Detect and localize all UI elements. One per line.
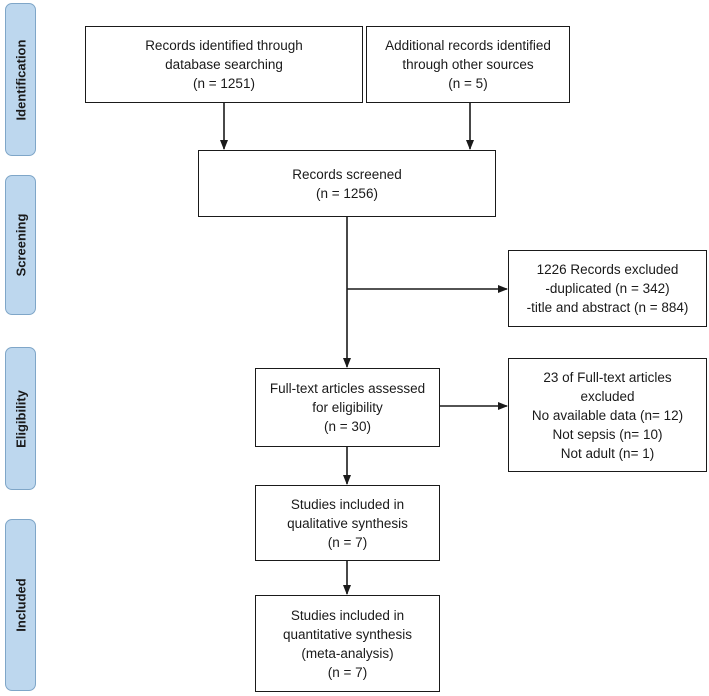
phase-identification: Identification [5, 3, 36, 156]
box-quantitative-synthesis: Studies included in quantitative synthes… [255, 595, 440, 692]
phase-eligibility: Eligibility [5, 347, 36, 490]
box-full-text-assessed: Full-text articles assessed for eligibil… [255, 368, 440, 447]
box-full-text-excluded: 23 of Full-text articles excluded No ava… [508, 358, 707, 472]
box-database-line3: (n = 1251) [193, 76, 255, 91]
box-qualitative-line3: (n = 7) [327, 534, 368, 550]
box-database-line2: database searching [165, 57, 283, 72]
box-excluded-fulltext-line2: excluded [580, 388, 635, 404]
box-full-text-line1: Full-text articles assessed [269, 381, 426, 396]
box-quantitative-line1: Studies included in [290, 607, 405, 623]
box-quantitative-line2: quantitative synthesis [282, 626, 413, 642]
box-quantitative-line4: (n = 7) [327, 664, 368, 680]
box-excluded-screening-line1: 1226 Records excluded [536, 262, 679, 277]
box-screened-line2: (n = 1256) [316, 185, 378, 201]
box-qualitative-synthesis: Studies included in qualitative synthesi… [255, 485, 440, 561]
box-excluded-fulltext-line3: No available data (n= 12) [531, 407, 684, 423]
box-other-sources: Additional records identified through ot… [366, 26, 570, 103]
box-records-excluded: 1226 Records excluded -duplicated (n = 3… [508, 250, 707, 327]
box-records-screened: Records screened (n = 1256) [198, 150, 496, 217]
box-qualitative-line1: Studies included in [290, 496, 405, 512]
phase-included: Included [5, 519, 36, 691]
box-full-text-line2: for eligibility [312, 400, 383, 415]
box-qualitative-line2: qualitative synthesis [287, 515, 408, 531]
phase-screening: Screening [5, 175, 36, 315]
box-other-sources-line2: through other sources [402, 57, 534, 72]
box-excluded-screening-line3: -title and abstract (n = 884) [526, 300, 689, 315]
box-other-sources-line3: (n = 5) [448, 76, 488, 91]
box-excluded-screening-line2: -duplicated (n = 342) [545, 281, 670, 296]
box-database-line1: Records identified through [145, 38, 303, 53]
box-screened-line1: Records screened [292, 166, 402, 182]
box-excluded-fulltext-line4: Not sepsis (n= 10) [552, 426, 663, 442]
box-quantitative-line3: (meta-analysis) [301, 645, 394, 661]
box-full-text-line3: (n = 30) [324, 419, 371, 434]
box-other-sources-line1: Additional records identified [385, 38, 551, 53]
box-excluded-fulltext-line1: 23 of Full-text articles [543, 369, 672, 385]
box-database-records: Records identified through database sear… [85, 26, 363, 103]
box-excluded-fulltext-line5: Not adult (n= 1) [560, 445, 655, 461]
